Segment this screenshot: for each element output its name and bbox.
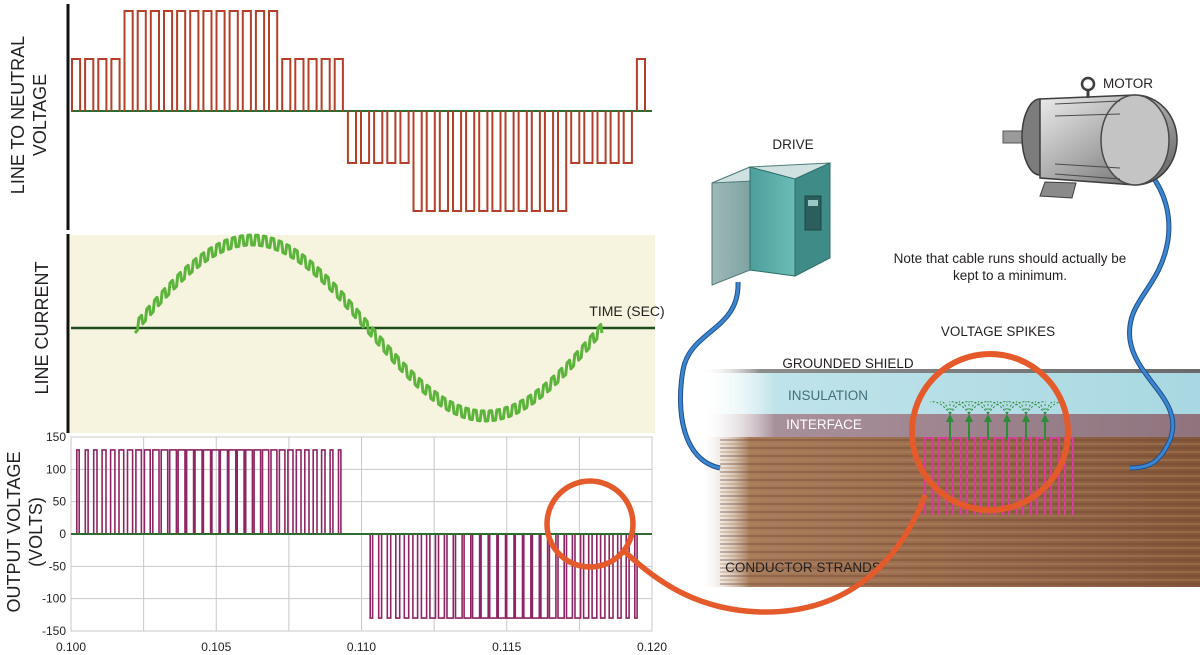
line-current-label: LINE CURRENT	[32, 261, 52, 394]
x-tick-label: 0.115	[492, 640, 521, 654]
drive-side	[711, 166, 751, 286]
voltage-spikes-label: VOLTAGE SPIKES	[941, 324, 1055, 339]
interface-label: INTERFACE	[786, 417, 862, 432]
output-voltage-pulses	[76, 449, 638, 619]
voltage-spike-discharges	[929, 401, 1066, 440]
y-tick-label: 50	[53, 495, 67, 509]
output-voltage-y-ticks: 150 100 50 0 -50 -100 -150	[42, 430, 66, 638]
motor-lifting-eye	[1080, 76, 1096, 92]
y-tick-label: 0	[59, 527, 66, 541]
drive-display	[808, 200, 818, 206]
motor-end-cap	[1100, 94, 1170, 186]
cable-cross-section: GROUNDED SHIELD INSULATION INTERFACE CON…	[700, 324, 1200, 587]
y-tick-label: 150	[46, 430, 66, 444]
line-current-wave	[133, 233, 604, 423]
output-voltage-chart: 150 100 50 0 -50 -100 -150 0.100 0.105 0.110 0.11…	[4, 430, 667, 654]
line-to-neutral-voltage-label-1: LINE TO NEUTRAL	[8, 36, 28, 194]
line-to-neutral-voltage-wave	[71, 10, 646, 212]
output-voltage-x-ticks: 0.100 0.105 0.110 0.115 0.120	[56, 640, 667, 654]
chart-highlight-circle	[544, 478, 636, 570]
insulation-label: INSULATION	[788, 388, 868, 403]
x-tick-label: 0.120	[637, 640, 667, 654]
x-tick-label: 0.105	[201, 640, 231, 654]
output-voltage-label-1: OUTPUT VOLTAGE	[4, 451, 24, 612]
x-tick-label: 0.110	[347, 640, 376, 654]
line-to-neutral-voltage-panel: LINE TO NEUTRAL VOLTAGE	[8, 4, 652, 230]
drive-cable	[678, 281, 740, 470]
output-voltage-label-2: (VOLTS)	[26, 497, 46, 567]
cable-run-note: Note that cable runs should actually be …	[893, 251, 1127, 283]
line-to-neutral-voltage-label-2: VOLTAGE	[30, 74, 50, 156]
y-tick-label: 100	[46, 462, 66, 476]
insulation-layer	[700, 373, 1200, 414]
conductor-strands-label: CONDUCTOR STRANDS	[725, 560, 881, 575]
y-tick-label: -150	[42, 624, 66, 638]
drive-front	[749, 166, 796, 277]
y-tick-label: -50	[49, 559, 67, 573]
motor-label: MOTOR	[1103, 76, 1153, 91]
motor-unit: MOTOR	[1002, 76, 1178, 199]
highlight-connector	[621, 494, 928, 615]
grounded-shield-label: GROUNDED SHIELD	[782, 356, 914, 371]
motor-cable	[1089, 146, 1175, 470]
x-tick-label: 0.100	[56, 640, 86, 654]
magnifier-circle	[909, 351, 1071, 513]
line-current-background	[70, 235, 655, 433]
motor-fins	[1054, 100, 1121, 180]
drive-unit: DRIVE	[711, 137, 831, 286]
motor-foot	[1039, 181, 1077, 199]
grounded-shield-layer	[700, 369, 1200, 373]
y-tick-label: -100	[42, 592, 66, 606]
drive-label: DRIVE	[772, 137, 813, 152]
time-label: TIME (SEC)	[589, 303, 664, 319]
line-current-panel: TIME (SEC) LINE CURRENT	[32, 233, 665, 433]
